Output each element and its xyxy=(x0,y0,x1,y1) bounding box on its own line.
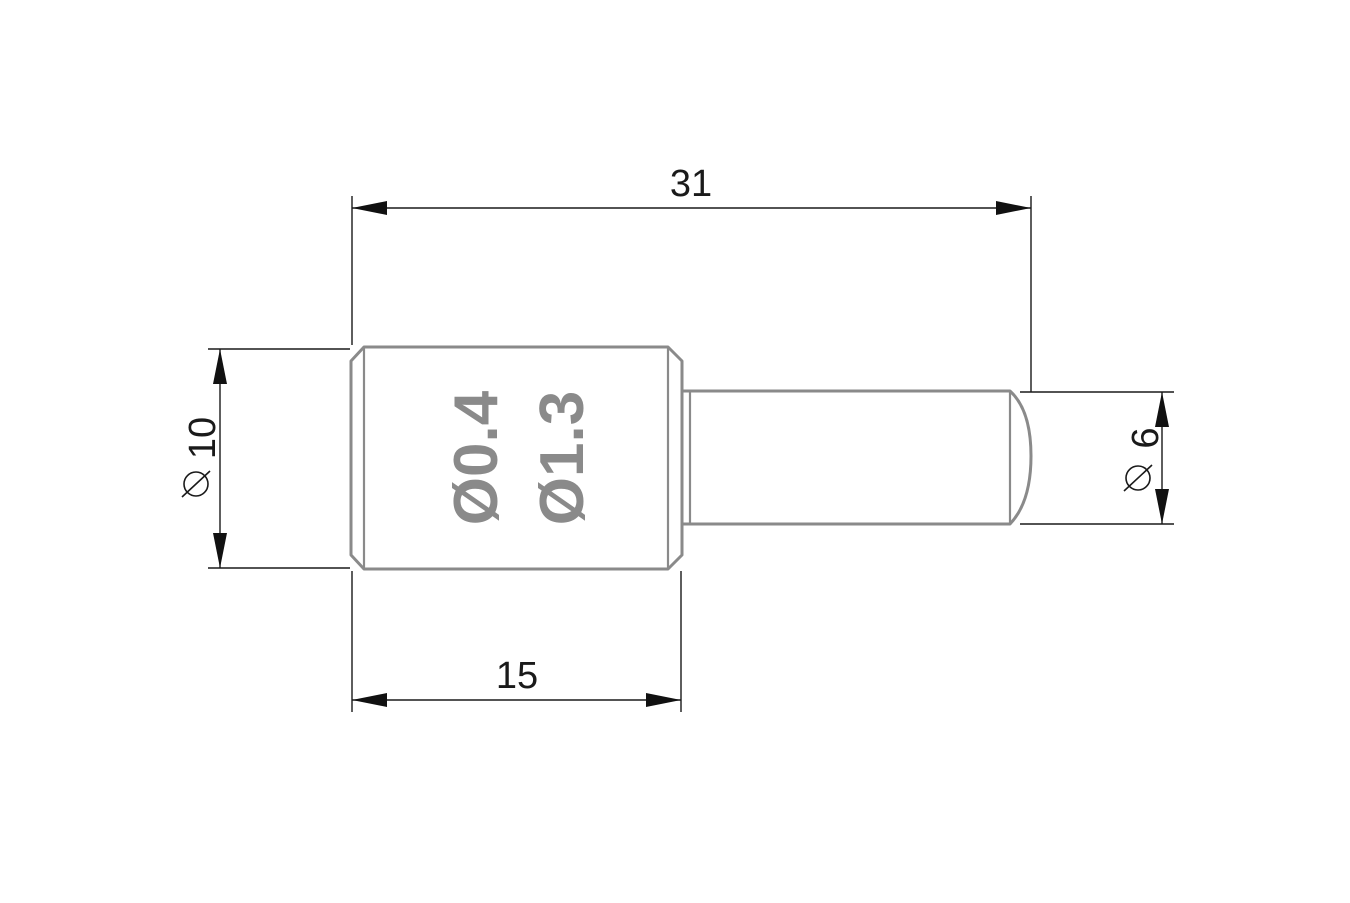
dimension-head-length: 15 xyxy=(351,571,682,712)
arrow-right-31 xyxy=(996,201,1031,215)
dimension-label-15: 15 xyxy=(496,655,538,697)
arrow-bottom-6 xyxy=(1155,489,1169,524)
dimension-head-diameter: 10 xyxy=(181,348,350,569)
part-outline xyxy=(349,345,1033,571)
arrow-left-31 xyxy=(352,201,387,215)
arrow-bottom-10 xyxy=(213,533,227,568)
dimension-label-31: 31 xyxy=(670,163,712,205)
pin-shaft xyxy=(682,389,1033,526)
arrow-right-15 xyxy=(646,693,681,707)
dimension-label-6: 6 xyxy=(1125,427,1167,448)
engraving: Ø0.4 Ø1.3 xyxy=(442,390,597,525)
diameter-symbol-icon xyxy=(181,470,211,498)
head-body xyxy=(349,345,684,571)
diameter-symbol-icon xyxy=(1123,464,1153,492)
dimension-pin-diameter: 6 xyxy=(1020,391,1174,525)
arrow-top-10 xyxy=(213,349,227,384)
dimension-label-10: 10 xyxy=(182,417,224,459)
arrow-left-15 xyxy=(352,693,387,707)
arrow-top-6 xyxy=(1155,392,1169,427)
engraving-line-1: Ø0.4 xyxy=(442,390,511,525)
dimension-overall-length: 31 xyxy=(351,163,1032,392)
engraving-line-2: Ø1.3 xyxy=(528,391,597,525)
